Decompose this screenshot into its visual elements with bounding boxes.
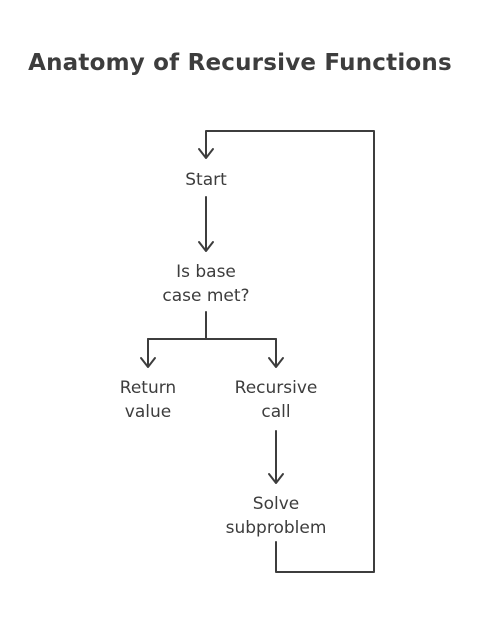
node-base-case-line-2: case met? (162, 286, 250, 306)
arrowhead-solve (268, 473, 284, 484)
arrowhead-recursive-call (268, 357, 284, 368)
arrowhead-start (198, 148, 214, 159)
node-recursive-call-line-1: Recursive (234, 378, 318, 398)
node-start-line-1: Start (185, 170, 227, 190)
node-solve-subproblem-line-1: Solve (252, 494, 300, 514)
node-return-value-line-1: Return (119, 378, 177, 398)
diagram-title: Anatomy of Recursive Functions (28, 50, 452, 76)
node-start: Start (146, 168, 266, 192)
node-recursive-call: Recursive call (211, 376, 341, 424)
node-solve-subproblem: Solve subproblem (206, 492, 346, 540)
edge-solve-to-start (205, 130, 375, 573)
node-solve-subproblem-line-2: subproblem (225, 518, 327, 538)
arrowhead-base-case (198, 241, 214, 252)
edge-base-case-branch (147, 311, 277, 340)
node-return-value-line-2: value (124, 402, 172, 422)
node-base-case: Is base case met? (136, 260, 276, 308)
arrowhead-return-value (140, 357, 156, 368)
node-base-case-line-1: Is base (176, 262, 236, 282)
node-return-value: Return value (94, 376, 202, 424)
node-recursive-call-line-2: call (261, 402, 291, 422)
